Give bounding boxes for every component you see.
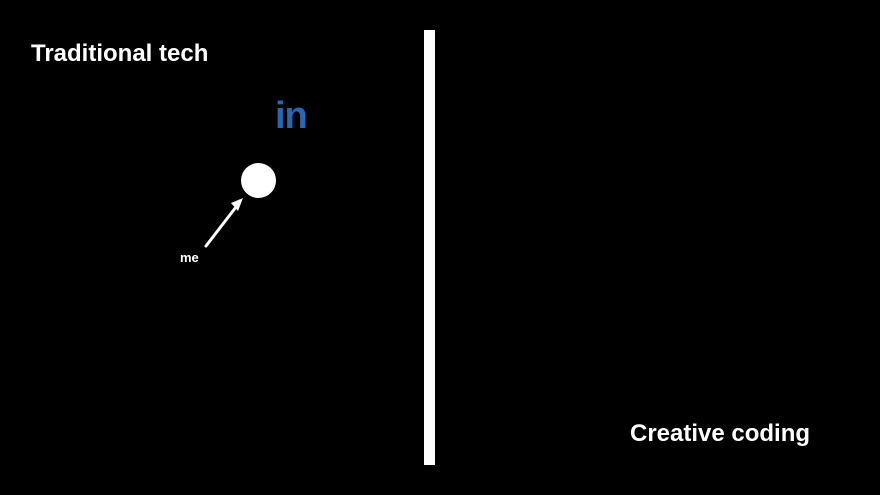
- me-dot: [241, 163, 276, 198]
- linkedin-logo-icon: in: [275, 95, 308, 137]
- traditional-tech-heading: Traditional tech: [31, 40, 209, 67]
- me-label: me: [180, 250, 199, 265]
- arrow-shaft: [204, 205, 238, 248]
- creative-coding-heading: Creative coding: [630, 420, 811, 447]
- divider-line: [424, 30, 435, 465]
- arrow-head: [231, 198, 243, 211]
